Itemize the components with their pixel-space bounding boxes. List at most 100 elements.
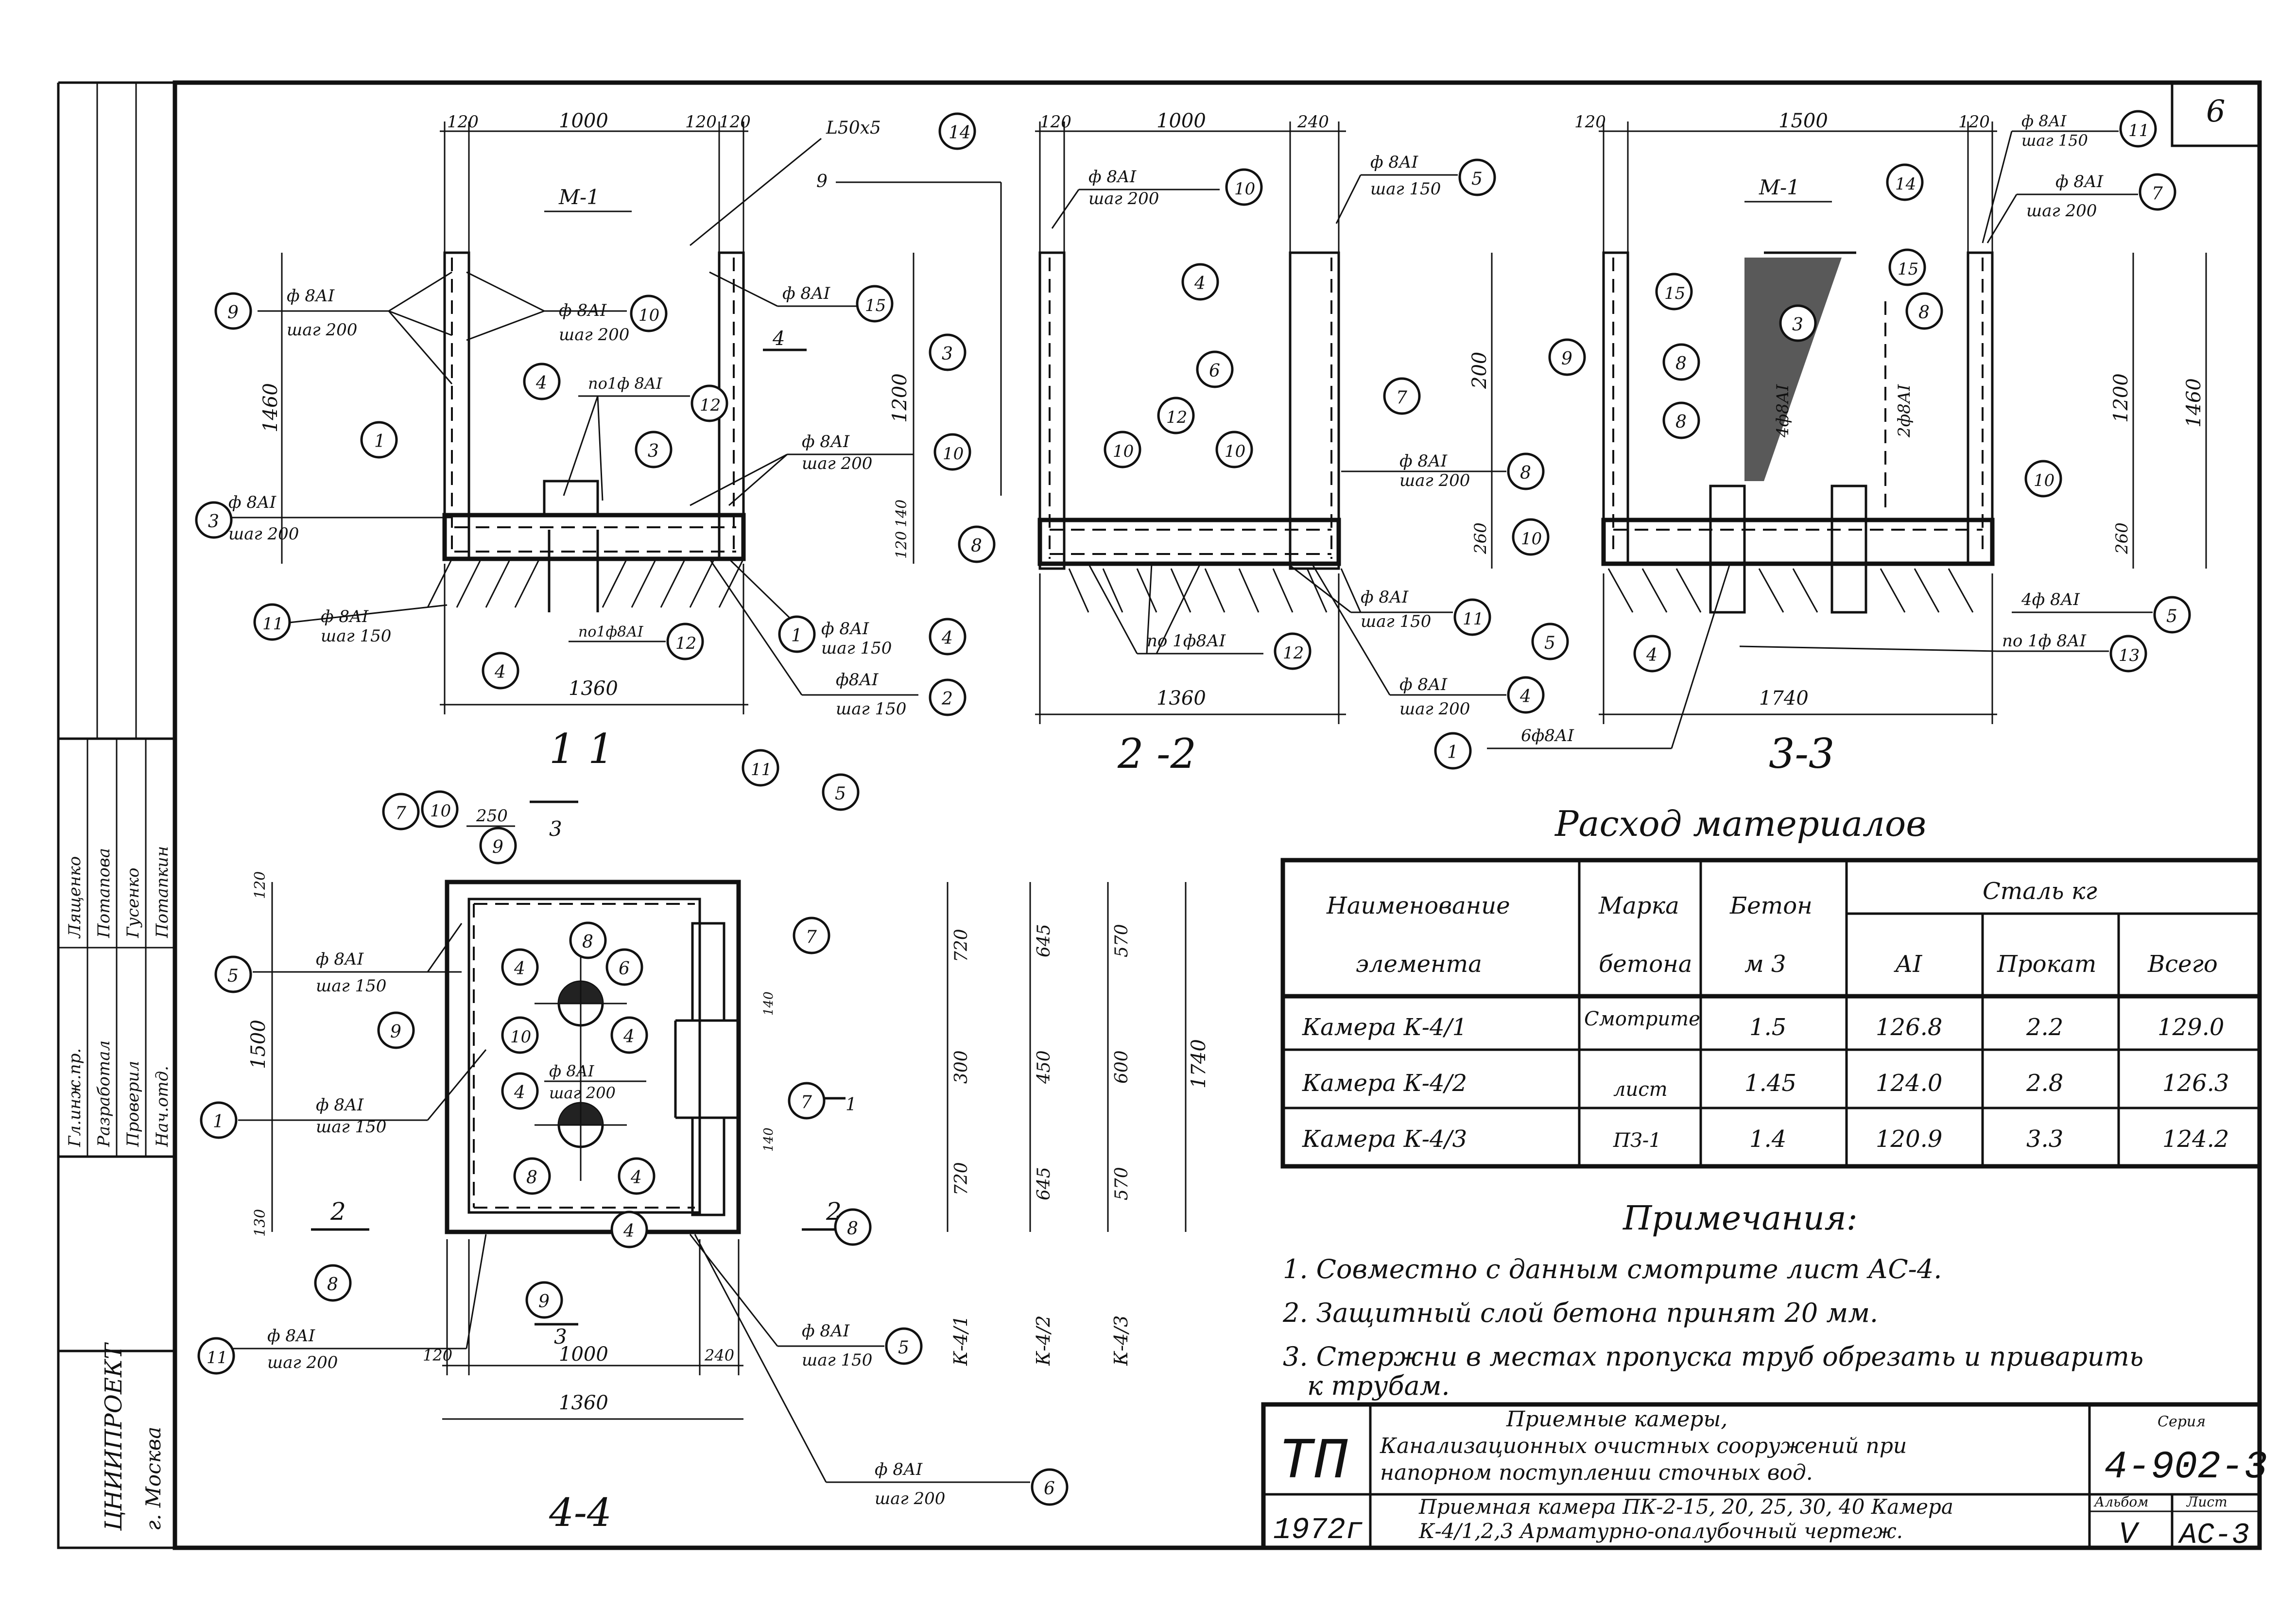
s11-mark-10: 10: [639, 306, 659, 325]
s33-dim-bottom: 1740: [1759, 687, 1809, 710]
s33-mark-1: 1: [1447, 743, 1458, 762]
s11-p2b: шаг 150: [836, 699, 906, 719]
s11-p2a: ф8АI: [836, 670, 879, 690]
s33-mark-10b: 10: [1521, 529, 1542, 549]
mt-row2-rolled: 2.8: [2026, 1070, 2063, 1097]
s44-total: 1740: [1188, 1039, 1210, 1089]
s11-mark-2: 2: [941, 689, 953, 709]
s11-p1b: шаг 150: [821, 639, 892, 658]
s44-small-1: 140: [761, 991, 776, 1016]
s22-mark-4b: 4: [941, 628, 953, 648]
s33-mark-7: 7: [2152, 184, 2163, 204]
s33-mark-14: 14: [1895, 174, 1916, 194]
s33-dim-right-total: 1460: [2183, 378, 2205, 428]
s11-p12top: по1ф 8АI: [588, 374, 663, 393]
s44-mark-7b: 7: [801, 1092, 812, 1112]
s11-mark-1: 1: [374, 432, 385, 451]
side-stamp: ЦНИИПРОЕКТ г. Москва Гл.инж.пр. Разработ…: [57, 81, 176, 1549]
mt-h-mark1: Марка: [1598, 892, 1679, 919]
s44-mark-4d: 4: [630, 1168, 642, 1188]
s44-col2-c: 645: [1034, 1167, 1054, 1200]
s44-col3-c: 570: [1112, 1167, 1132, 1200]
s33-p13: по 1ф 8АI: [2002, 631, 2087, 651]
s44-dim-bottom-c: 240: [704, 1346, 734, 1365]
s44-p4b: шаг 200: [549, 1084, 616, 1102]
s22-mark-10c: 10: [1225, 442, 1245, 461]
s33-dim-right-1: 1200: [2110, 373, 2132, 423]
s33-mark-5: 5: [2166, 606, 2177, 626]
s11-p3a: ф 8АI: [228, 493, 276, 512]
s22-p10a: ф 8АI: [1088, 167, 1137, 187]
s44-dim-bottom-total: 1360: [559, 1392, 608, 1414]
stamp-name-3: Проверил: [123, 1061, 143, 1147]
s11-dim-right-2: 120: [893, 531, 910, 559]
s11-dim-bottom: 1360: [569, 677, 618, 700]
s22-title: 2 -2: [1117, 730, 1196, 778]
s33-title: 3-3: [1769, 730, 1834, 778]
s44-p11a: ф 8АI: [267, 1326, 315, 1346]
s44-cut1: 1: [846, 1095, 857, 1115]
tb-year: 1972г: [1273, 1513, 1364, 1547]
tb-line1: Приемные камеры,: [1506, 1407, 1727, 1432]
s44-col2-a: 645: [1034, 924, 1054, 957]
s33-mark-15b: 15: [1898, 260, 1918, 279]
s44-col3-b: 600: [1112, 1050, 1132, 1084]
s33-mark-3: 3: [1792, 315, 1803, 335]
s44-col1-a: 720: [951, 929, 971, 962]
s11-p3b: шаг 200: [228, 524, 299, 544]
s22-mark-10b: 10: [1113, 442, 1134, 461]
s44-mark-5l: 5: [227, 966, 239, 986]
s22-p5b: шаг 150: [1370, 179, 1441, 199]
s44-dim-left-a: 120: [252, 871, 269, 899]
s44-mark-10: 10: [430, 801, 451, 821]
note-3: 3. Стержни в местах пропуска труб обреза…: [1283, 1341, 2143, 1372]
mt-h-rolled: Прокат: [1997, 951, 2096, 978]
s44-mark-9b: 9: [538, 1292, 550, 1312]
s44-k41: К-4/1: [950, 1316, 971, 1366]
s11-mark-1b: 1: [791, 626, 802, 646]
s33-mark-5b: 5: [1544, 633, 1555, 653]
stamp-name-1: Гл.инж.пр.: [65, 1048, 85, 1147]
s11-mark-11: 11: [262, 614, 283, 634]
mt-row2-ai: 124.0: [1876, 1070, 1942, 1097]
s33-p11a: ф 8АI: [2021, 112, 2067, 130]
tb-line3: напорном поступлении сточных вод.: [1380, 1460, 1813, 1485]
s11-p10r-a: ф 8АI: [802, 432, 850, 451]
s44-p6b: шаг 200: [875, 1489, 945, 1508]
section-3-3: 120 1500 120 1740 1200 260 1460 М-1 ф 8А…: [1434, 110, 2207, 778]
s22-mark-4c: 4: [1519, 687, 1531, 707]
s11-dim-top-b: 1000: [559, 110, 608, 132]
s11-cut4: 4: [772, 328, 785, 350]
s22-p4a: ф 8АI: [1399, 675, 1448, 694]
s22-mark-12: 12: [1166, 408, 1187, 427]
mt-row3-rolled: 3.3: [2026, 1125, 2063, 1153]
s44-mark-11b: 11: [207, 1348, 227, 1368]
s33-mark-8b: 8: [1675, 354, 1687, 374]
mt-row3-concrete: 1.4: [1749, 1125, 1786, 1153]
section-1-1: 120 1000 120 120 1360 1460 1200 120 140 …: [195, 110, 976, 773]
s44-p5b: шаг 150: [316, 976, 386, 996]
s44-mark-8c: 8: [847, 1219, 858, 1239]
s11-dim-top-c: 120: [685, 112, 717, 132]
s44-col1-b: 300: [951, 1050, 971, 1084]
s22-mark-4: 4: [1194, 274, 1206, 294]
s44-mark-6b: 6: [1044, 1479, 1055, 1499]
s44-mark-7: 7: [395, 803, 406, 823]
s22-mark-5: 5: [1471, 169, 1483, 189]
s44-mark-4b: 4: [623, 1027, 635, 1047]
stamp-sign-4: Потапкин: [153, 846, 172, 938]
s44-mark-8: 8: [582, 932, 593, 952]
s22-p8a: ф 8АI: [1399, 451, 1448, 471]
s44-k42: К-4/2: [1033, 1316, 1054, 1366]
s22-dim-top-c: 240: [1297, 112, 1329, 132]
s11-dim-right-1: 1200: [889, 373, 911, 423]
s33-bars3: 4ф8АI: [1773, 384, 1793, 438]
s44-mark-9: 9: [492, 837, 503, 857]
stamp-name-2: Разработал: [94, 1040, 114, 1147]
s22-p11a: ф 8АI: [1361, 588, 1409, 607]
tb-series: 4-902-3: [2104, 1445, 2267, 1489]
s33-p7a: ф 8АI: [2055, 172, 2104, 191]
s22-dim-right-2: 260: [1471, 522, 1490, 554]
stamp-sign-3: Гусенко: [123, 867, 143, 938]
